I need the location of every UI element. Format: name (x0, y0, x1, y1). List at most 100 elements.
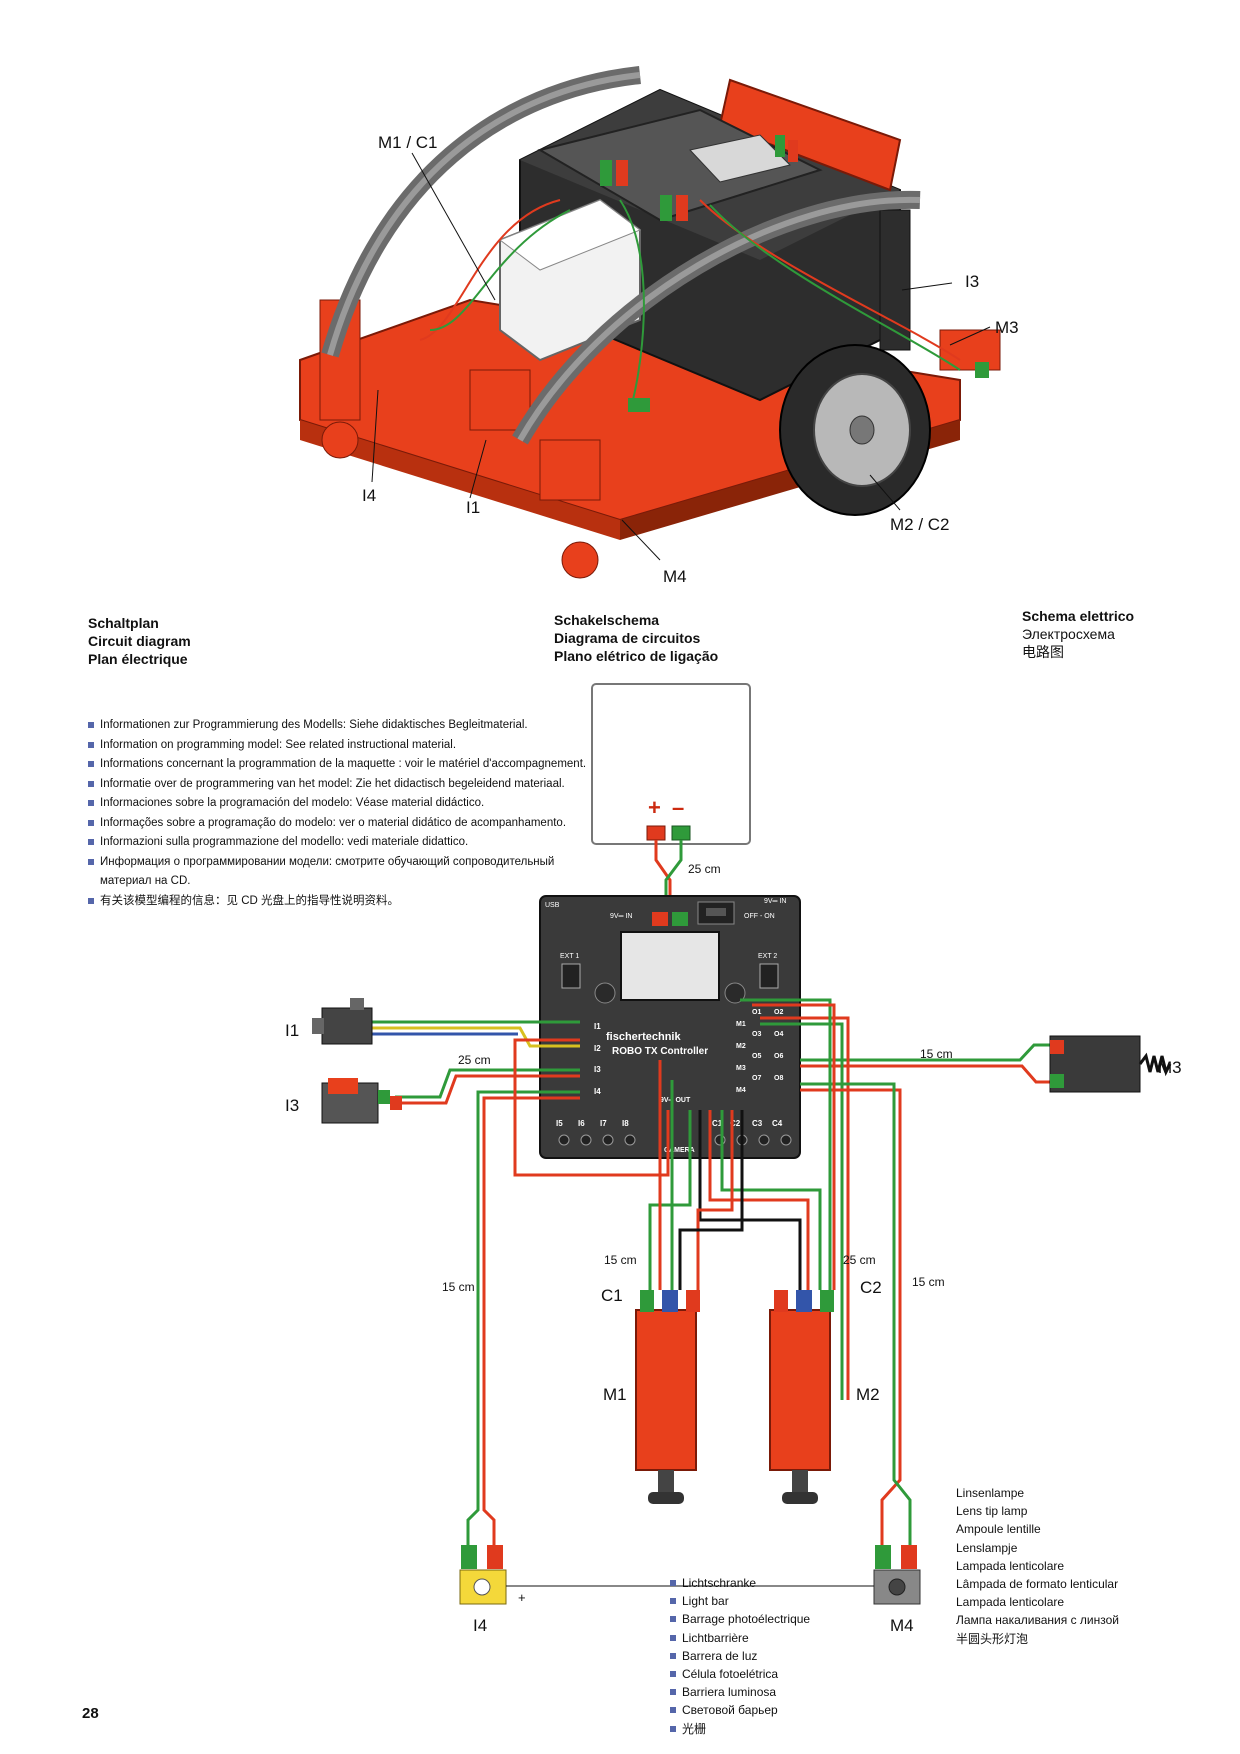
label-m4: M4 (663, 567, 687, 586)
programming-info: Informationen zur Programmierung des Mod… (88, 716, 598, 911)
wire-length-c2: 25 cm (843, 1253, 876, 1267)
wire-length-i4: 15 cm (442, 1280, 475, 1294)
wire-length-m3: 15 cm (920, 1047, 953, 1061)
label-i1: I1 (466, 498, 480, 517)
lightbar-legend-item: Light bar (670, 1592, 870, 1610)
label-m2c2: M2 / C2 (890, 515, 950, 534)
controller-output-o6: O6 (774, 1053, 783, 1060)
info-row: Informazioni sulla programmazione del mo… (88, 833, 598, 853)
motor-m3 (1049, 1035, 1172, 1093)
controller-motor-m3: M3 (736, 1065, 746, 1072)
lamp-legend-item: Lâmpada de formato lenticular (956, 1577, 1119, 1592)
lamp-m4 (873, 1545, 921, 1605)
lightbar-legend: Lichtschranke Light bar Barrage photoéle… (670, 1574, 870, 1738)
header-right-zh: 电路图 (1022, 644, 1064, 660)
header-right-it: Schema elettrico (1022, 608, 1135, 624)
controller-output-o1: O1 (752, 1009, 761, 1016)
leader-lines (371, 152, 991, 561)
controller-pwr-in-right: 9V═ IN (764, 898, 786, 905)
label-i3: I3 (965, 272, 979, 291)
label-m3: M3 (995, 318, 1019, 337)
label-m2: M2 (856, 1385, 880, 1404)
motor-m2 (769, 1290, 834, 1504)
controller-input-i4: I4 (594, 1087, 601, 1096)
controller-motor-m1: M1 (736, 1021, 746, 1028)
controller-brand: fischertechnik (606, 1031, 681, 1043)
label-c1: C1 (601, 1286, 623, 1305)
header-middle: Schakelschema Diagrama de circuitos Plan… (554, 611, 718, 665)
info-row: Informationen zur Programmierung des Mod… (88, 716, 598, 736)
info-row: Informações sobre a programação do model… (88, 814, 598, 834)
lightbar-legend-item: Lichtbarrière (670, 1629, 870, 1647)
controller-input-i5: I5 (556, 1119, 563, 1128)
lightbar-legend-item: Barrera de luz (670, 1647, 870, 1665)
label-i3-sensor: I3 (285, 1096, 299, 1115)
controller-camera: CAMERA (664, 1147, 695, 1154)
info-row: 有关该模型编程的信息：见 CD 光盘上的指导性说明资料。 (88, 892, 598, 912)
lamp-legend: Linsenlampe Lens tip lamp Ampoule lentil… (956, 1484, 1146, 1648)
controller-off-on: OFF - ON (744, 913, 775, 920)
sensor-i3 (321, 1078, 402, 1124)
header-left-de: Schaltplan (88, 615, 159, 631)
wire-length-c1: 15 cm (604, 1253, 637, 1267)
label-i4: I4 (362, 486, 376, 505)
page-number: 28 (82, 1705, 99, 1722)
wire-length-inputs: 25 cm (458, 1053, 491, 1067)
label-i1-sensor: I1 (285, 1021, 299, 1040)
model-illustration: M1 / C1 I3 M3 I4 I1 M2 / C2 M4 (299, 66, 1019, 586)
info-row: Informaciones sobre la programación del … (88, 794, 598, 814)
controller-output-o2: O2 (774, 1009, 783, 1016)
robo-tx-controller: USB 9V═ IN 9V═ IN OFF - ON EXT 1 EXT 2 f… (539, 895, 801, 1159)
header-middle-pt: Plano elétrico de ligação (554, 648, 719, 664)
label-m1: M1 (603, 1385, 627, 1404)
info-row: Information on programming model: See re… (88, 736, 598, 756)
controller-input-i3: I3 (594, 1065, 601, 1074)
label-m4-lamp: M4 (890, 1616, 914, 1635)
controller-counter-c1: C1 (712, 1119, 723, 1128)
controller-counter-c3: C3 (752, 1119, 763, 1128)
lightbar-legend-item: 光栅 (670, 1720, 870, 1738)
label-m3-motor: M3 (1158, 1058, 1182, 1077)
controller-motor-m4: M4 (736, 1087, 746, 1094)
info-row: Informatie over de programmering van het… (88, 775, 598, 795)
model-base (299, 66, 1001, 579)
battery-pack: + – (591, 683, 751, 845)
controller-input-i8: I8 (622, 1119, 629, 1128)
header-left: Schaltplan Circuit diagram Plan électriq… (88, 614, 191, 668)
lightbar-legend-item: Célula fotoelétrica (670, 1665, 870, 1683)
info-row: Informations concernant la programmation… (88, 755, 598, 775)
battery-plus-symbol: + (648, 795, 661, 820)
controller-input-i6: I6 (578, 1119, 585, 1128)
sensor-i4 (459, 1545, 507, 1605)
controller-ext2: EXT 2 (758, 953, 777, 960)
sensor-i1 (312, 998, 373, 1045)
header-right: Schema elettrico Электросхема 电路图 (1022, 607, 1134, 661)
lamp-legend-item: Lampada lenticolare (956, 1595, 1065, 1610)
lamp-legend-item: 半圆头形灯泡 (956, 1631, 1029, 1646)
controller-input-i2: I2 (594, 1044, 601, 1053)
lamp-legend-item: Лампа накаливания с линзой (956, 1613, 1119, 1628)
lightbar-plus: + (518, 1590, 526, 1605)
controller-ext1: EXT 1 (560, 953, 579, 960)
label-m1c1: M1 / C1 (378, 133, 438, 152)
info-row: Информация о программировании модели: см… (88, 853, 598, 892)
lamp-legend-item: Ampoule lentille (956, 1522, 1041, 1537)
lamp-legend-item: Linsenlampe (956, 1486, 1025, 1500)
motor-m1 (635, 1290, 700, 1504)
battery-minus-symbol: – (672, 795, 684, 820)
controller-model: ROBO TX Controller (612, 1046, 708, 1057)
header-middle-es: Diagrama de circuitos (554, 630, 701, 646)
controller-output-o8: O8 (774, 1075, 783, 1082)
controller-usb-label: USB (545, 902, 560, 909)
controller-pwr-in-left: 9V═ IN (610, 913, 632, 920)
lightbar-legend-item: Barriera luminosa (670, 1683, 870, 1701)
lightbar-legend-item: Lichtschranke (670, 1574, 870, 1592)
label-i4-sensor: I4 (473, 1616, 487, 1635)
lamp-legend-item: Lampada lenticolare (956, 1558, 1065, 1573)
controller-9v-out: 9V═ OUT (660, 1097, 691, 1104)
controller-input-i7: I7 (600, 1119, 607, 1128)
controller-counter-c4: C4 (772, 1119, 783, 1128)
circuit-diagram: + – 25 cm USB 9V═ IN 9V═ IN OFF - ON EXT… (285, 683, 1182, 1635)
wire-length-m4: 15 cm (912, 1275, 945, 1289)
controller-counter-c2: C2 (730, 1119, 741, 1128)
